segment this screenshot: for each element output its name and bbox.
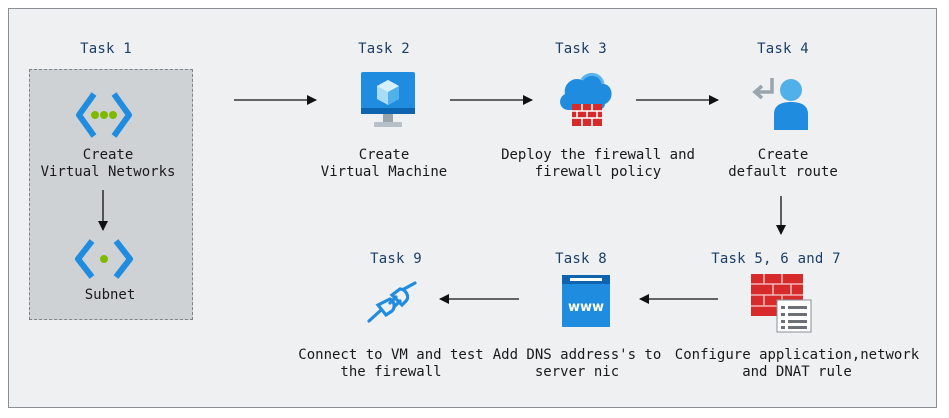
task9-title: Task 9 xyxy=(370,251,422,267)
task567-label: Configure application,network and DNAT r… xyxy=(675,347,919,381)
task567-label-line2: and DNAT rule xyxy=(742,364,852,380)
task567-label-line1: Configure application,network xyxy=(674,347,920,363)
task4-label: Create default route xyxy=(728,147,838,181)
task1-label-line1: Create xyxy=(82,147,134,163)
virtual-machine-icon xyxy=(359,70,417,134)
task3-title: Task 3 xyxy=(555,41,607,57)
svg-text:www: www xyxy=(568,300,604,315)
task4-label-line2: default route xyxy=(728,164,838,180)
dns-www-icon: www xyxy=(560,273,612,333)
task1-label-line2: Virtual Networks xyxy=(40,164,176,180)
task2-label: Create Virtual Machine xyxy=(321,147,447,181)
task8-title: Task 8 xyxy=(555,251,607,267)
task9-label-line1: Connect to VM and test xyxy=(298,347,484,363)
task3-label-line1: Deploy the firewall and xyxy=(501,147,695,163)
subnet-icon xyxy=(74,237,134,285)
task2-label-line1: Create xyxy=(358,147,410,163)
firewall-rules-icon xyxy=(749,272,813,338)
task9-label: Connect to VM and test the firewall xyxy=(298,347,483,381)
task2-title: Task 2 xyxy=(358,41,410,57)
task4-label-line1: Create xyxy=(757,147,809,163)
task1-label: Create Virtual Networks xyxy=(41,147,176,181)
task2-label-line2: Virtual Machine xyxy=(320,164,448,180)
task9-label-line2: the firewall xyxy=(340,364,442,380)
task8-label: Add DNS address's to server nic xyxy=(493,347,662,381)
firewall-cloud-icon xyxy=(555,68,615,134)
subnet-label: Subnet xyxy=(84,287,136,303)
connection-plug-icon xyxy=(366,281,418,329)
task1-title: Task 1 xyxy=(80,41,132,57)
task1-group-box xyxy=(29,69,193,320)
task3-label-line2: firewall policy xyxy=(534,164,662,180)
task567-title: Task 5, 6 and 7 xyxy=(711,251,841,267)
task8-label-line1: Add DNS address's to xyxy=(492,347,662,363)
virtual-network-icon xyxy=(76,90,132,144)
route-table-icon xyxy=(752,72,810,136)
task8-label-line2: server nic xyxy=(534,364,620,380)
task4-title: Task 4 xyxy=(757,41,809,57)
task3-label: Deploy the firewall and firewall policy xyxy=(501,147,695,181)
